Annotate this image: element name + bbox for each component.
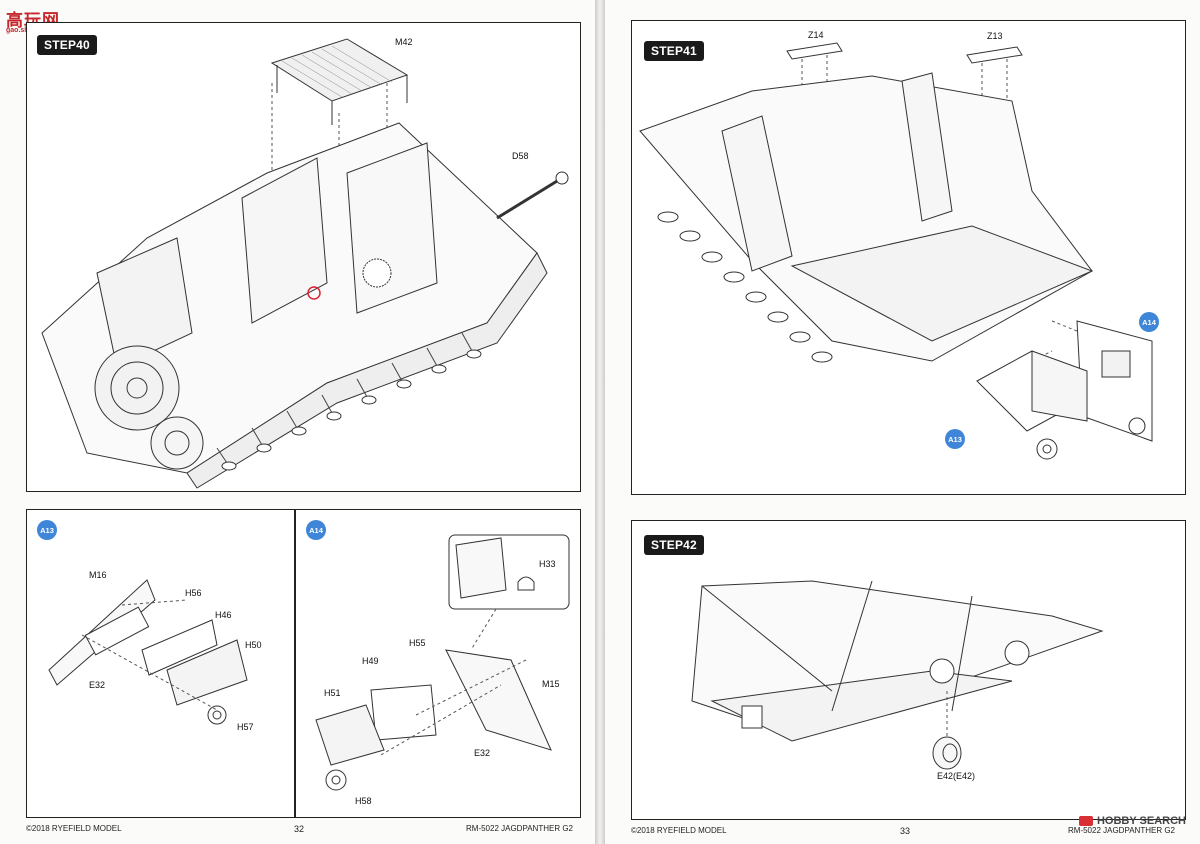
badge-a13: A13 <box>37 520 57 540</box>
left-footer-copyright: ©2018 RYEFIELD MODEL <box>26 824 122 833</box>
step42-tag: STEP42 <box>644 535 704 555</box>
badge-a13-step41: A13 <box>945 429 965 449</box>
step42-panel: STEP42 E42(E42) <box>631 520 1186 820</box>
hull-interior-drawing <box>41 38 569 489</box>
right-footer-model: RM-5022 JAGDPANTHER G2 <box>1068 826 1175 835</box>
part-label-e32-a13: E32 <box>89 680 106 690</box>
right-page-number: 33 <box>900 826 911 836</box>
part-label-z14: Z14 <box>808 30 824 40</box>
suspension-detail-drawing <box>691 580 1104 770</box>
hull-floor-drawing <box>639 42 1153 460</box>
part-label-m15: M15 <box>542 679 560 689</box>
step41-panel: STEP41 <box>631 20 1186 495</box>
step40-tag: STEP40 <box>37 35 97 55</box>
a14-subassembly-drawing <box>315 534 570 791</box>
right-page: STEP41 <box>605 0 1200 844</box>
part-label-h55: H55 <box>409 638 426 648</box>
part-label-h57: H57 <box>237 722 254 732</box>
part-label-m16: M16 <box>89 570 107 580</box>
left-page-number: 32 <box>294 824 305 834</box>
hobby-search-watermark: HOBBY SEARCH <box>1078 815 1186 827</box>
page-gutter <box>595 0 605 844</box>
right-footer-copyright: ©2018 RYEFIELD MODEL <box>631 826 727 835</box>
badge-a14: A14 <box>306 520 326 540</box>
part-label-e32-a14: E32 <box>474 748 491 758</box>
part-label-z13: Z13 <box>987 31 1003 41</box>
part-label-h46: H46 <box>215 610 232 620</box>
part-label-h58: H58 <box>355 796 372 806</box>
hobby-search-logo-icon <box>1078 816 1093 827</box>
left-page: 高玩网 gao.shou.com STEP40 <box>0 0 595 844</box>
subpanel-a14: A14 H33 H55 H49 M15 H51 E32 H58 <box>295 509 581 818</box>
part-label-d58: D58 <box>512 151 529 161</box>
left-footer-model: RM-5022 JAGDPANTHER G2 <box>466 824 573 833</box>
subpanel-a13: A13 M16 H56 H46 H50 E32 H57 <box>26 509 295 818</box>
step40-panel: STEP40 <box>26 22 581 492</box>
a13-subassembly-drawing <box>48 579 248 725</box>
part-label-h33: H33 <box>539 559 556 569</box>
part-label-h56: H56 <box>185 588 202 598</box>
hobby-search-text: HOBBY SEARCH <box>1096 815 1186 827</box>
part-label-h51: H51 <box>324 688 341 698</box>
part-label-e42: E42(E42) <box>937 771 976 781</box>
step41-tag: STEP41 <box>644 41 704 61</box>
part-label-h49: H49 <box>362 656 379 666</box>
badge-a14-step41: A14 <box>1139 312 1159 332</box>
part-label-h50: H50 <box>245 640 262 650</box>
part-label-m42: M42 <box>395 37 413 47</box>
